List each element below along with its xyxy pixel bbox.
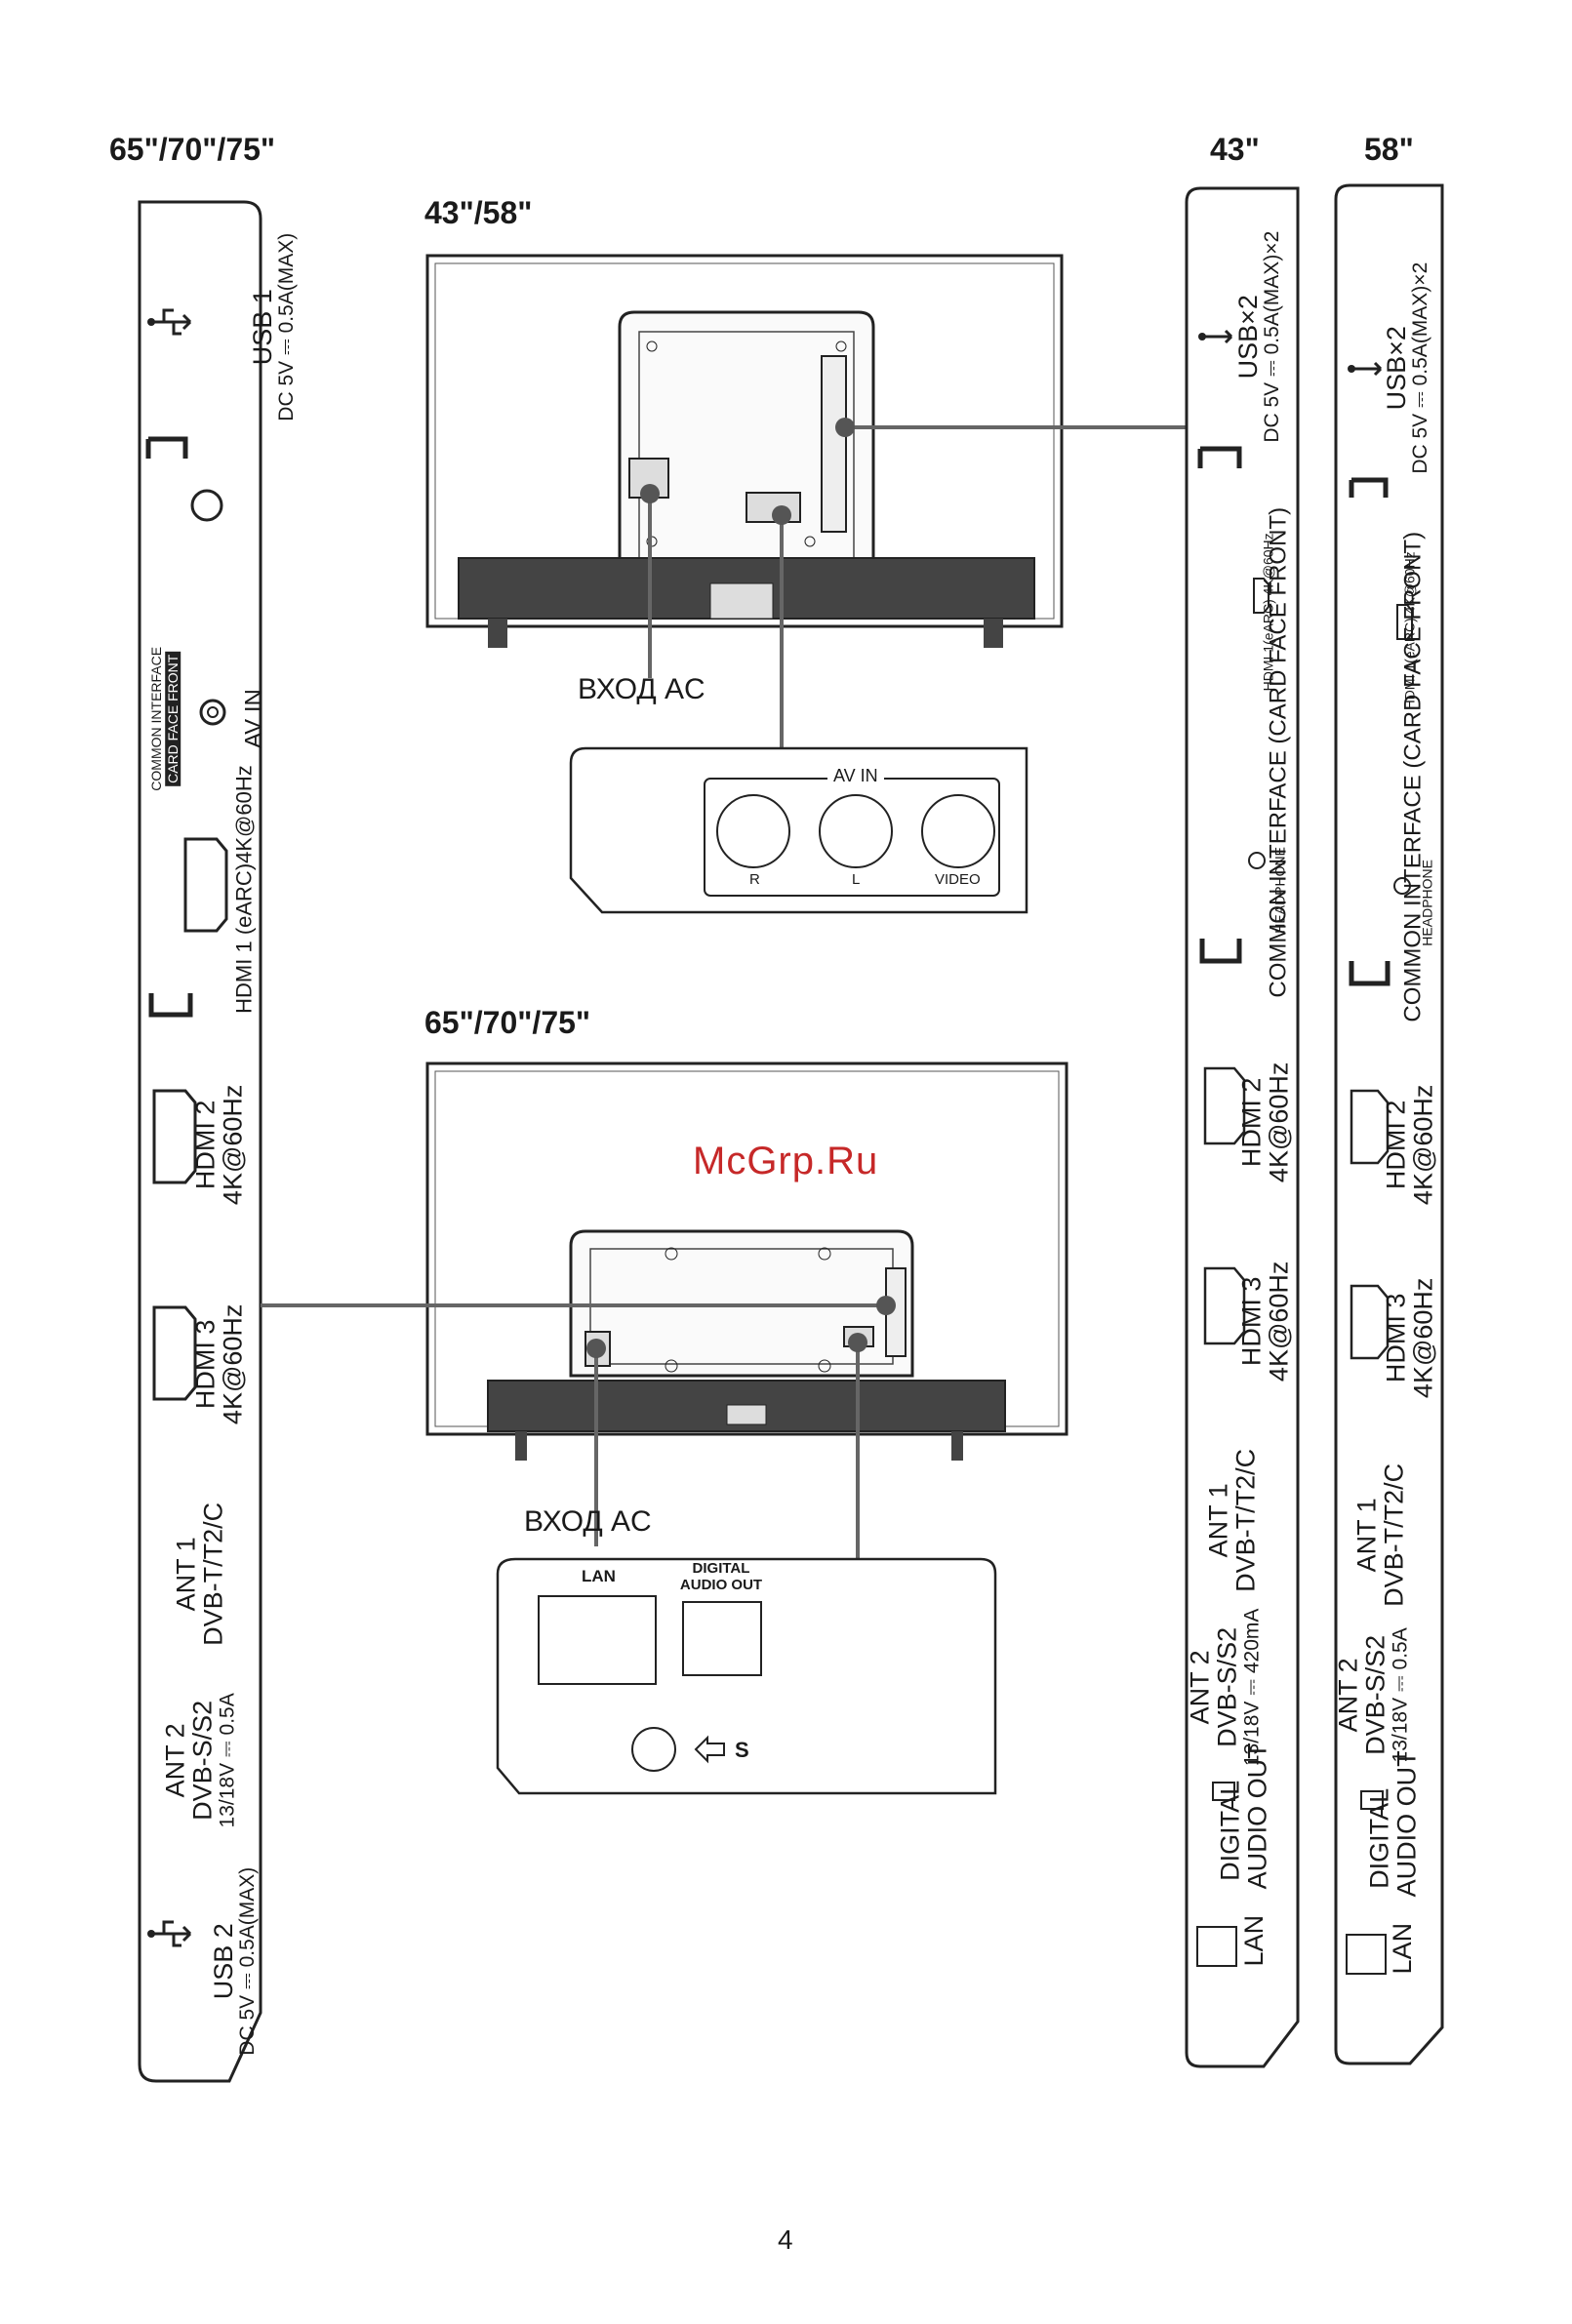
panel58-headphone-label: HEADPHONE: [1419, 860, 1435, 946]
connector-line-av-small: [780, 515, 784, 751]
watermark: McGrp.Ru: [693, 1140, 879, 1182]
connector-dot-panel43: [835, 418, 855, 437]
av-in-r-label: R: [749, 871, 760, 888]
connector-dot-lan-large: [848, 1333, 867, 1352]
connector-line-ac-small: [648, 493, 652, 678]
connector-line-lan-large: [856, 1342, 860, 1558]
connector-line-panel43: [845, 425, 1187, 429]
header-panel-58: 58": [1364, 132, 1414, 167]
panel58-hdmi3-label: HDMI 3 4K@60Hz: [1381, 1277, 1438, 1399]
ac-input-label-small: ВХОД AC: [578, 673, 705, 705]
page-number: 4: [778, 2224, 793, 2255]
header-tv-small: 43"/58": [424, 195, 533, 230]
connector-dot-av-small: [772, 505, 791, 525]
panel58-ant1-label: ANT 1 DVB-T/T2/C: [1351, 1463, 1409, 1607]
panel58-lan-label: LAN: [1387, 1922, 1417, 1975]
connector-dot-ac-large: [586, 1339, 606, 1358]
s-label: S: [735, 1738, 749, 1762]
av-in-video-label: VIDEO: [935, 871, 981, 888]
header-panel-43: 43": [1210, 132, 1260, 167]
av-in-l-label: L: [852, 871, 861, 888]
panel58-usb-label: USB×2 DC 5V ⎓ 0.5A(MAX)×2: [1381, 261, 1432, 474]
connector-line-hdmi3-large: [261, 1303, 893, 1307]
header-left-panel: 65"/70"/75": [109, 132, 276, 167]
connector-dot-ac-small: [640, 484, 660, 503]
av-in-title: AV IN: [827, 766, 884, 786]
lan-label: LAN: [582, 1567, 616, 1585]
connector-line-ac-large: [594, 1346, 598, 1546]
connector-dot-hdmi3-large: [876, 1296, 896, 1315]
panel58-hdmi2-label: HDMI 2 4K@60Hz: [1381, 1084, 1438, 1206]
header-tv-large: 65"/70"/75": [424, 1005, 591, 1040]
panel58-digital-audio-label: DIGITAL AUDIO OUT: [1364, 1750, 1422, 1898]
panel58-hdmi1-label: HDMI 1(eARC) 4K@60Hz: [1401, 551, 1418, 710]
ac-input-label-large: ВХОД AC: [524, 1505, 652, 1538]
